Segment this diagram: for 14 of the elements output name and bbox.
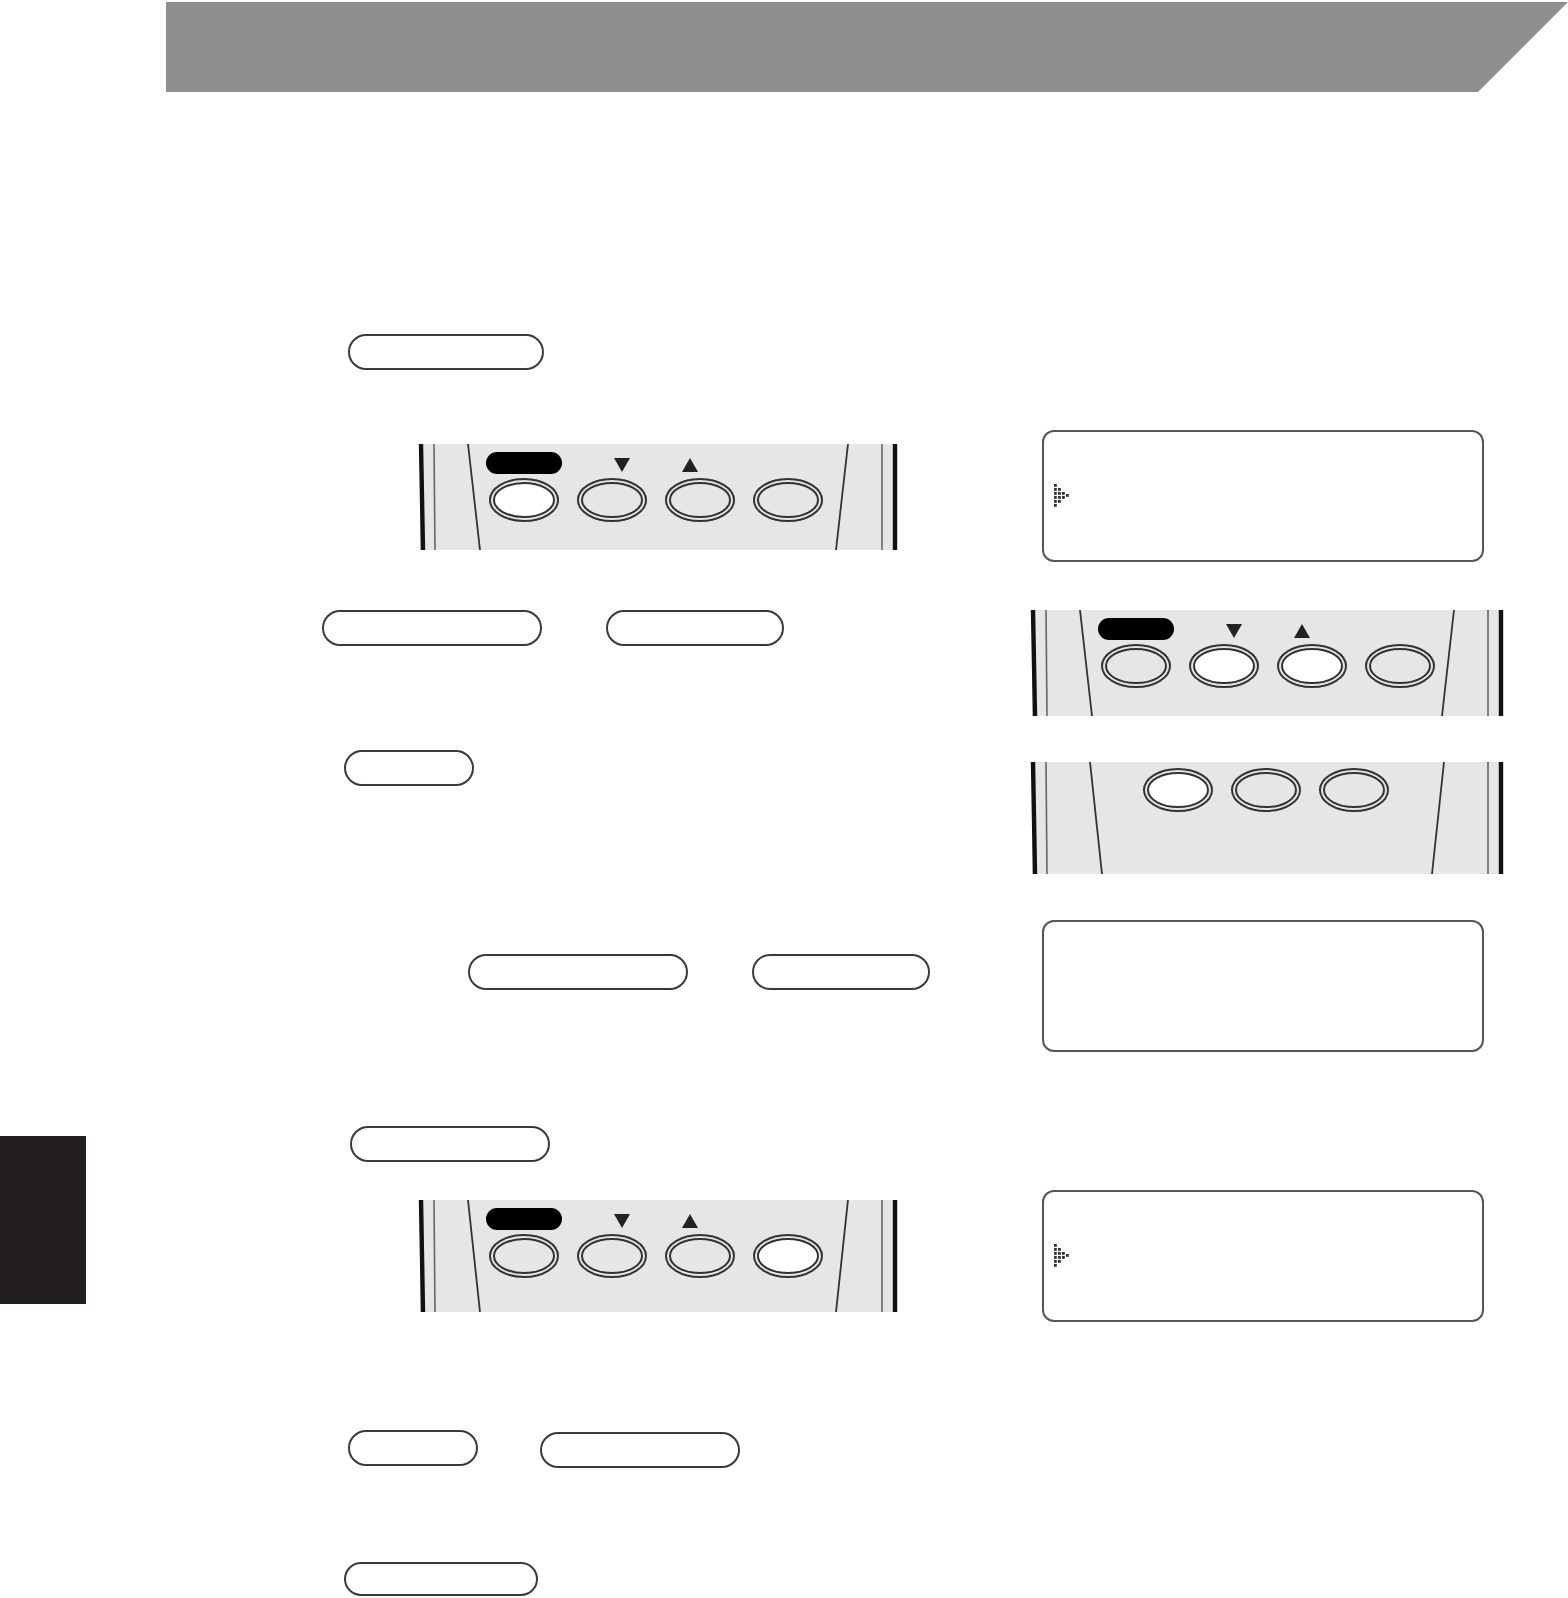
key-pill <box>348 1430 478 1466</box>
key-pill <box>344 750 474 786</box>
key-pill <box>344 1562 538 1596</box>
key-pill <box>350 1126 550 1162</box>
lcd-display <box>1042 920 1484 1052</box>
key-pill <box>322 610 542 646</box>
section-tab <box>0 1136 86 1304</box>
key-pill <box>468 954 688 990</box>
lcd-display <box>1042 430 1484 562</box>
key-pill <box>752 954 930 990</box>
key-pill <box>606 610 784 646</box>
lcd-display <box>1042 1190 1484 1322</box>
key-pill <box>348 334 544 370</box>
key-pill <box>540 1432 740 1468</box>
